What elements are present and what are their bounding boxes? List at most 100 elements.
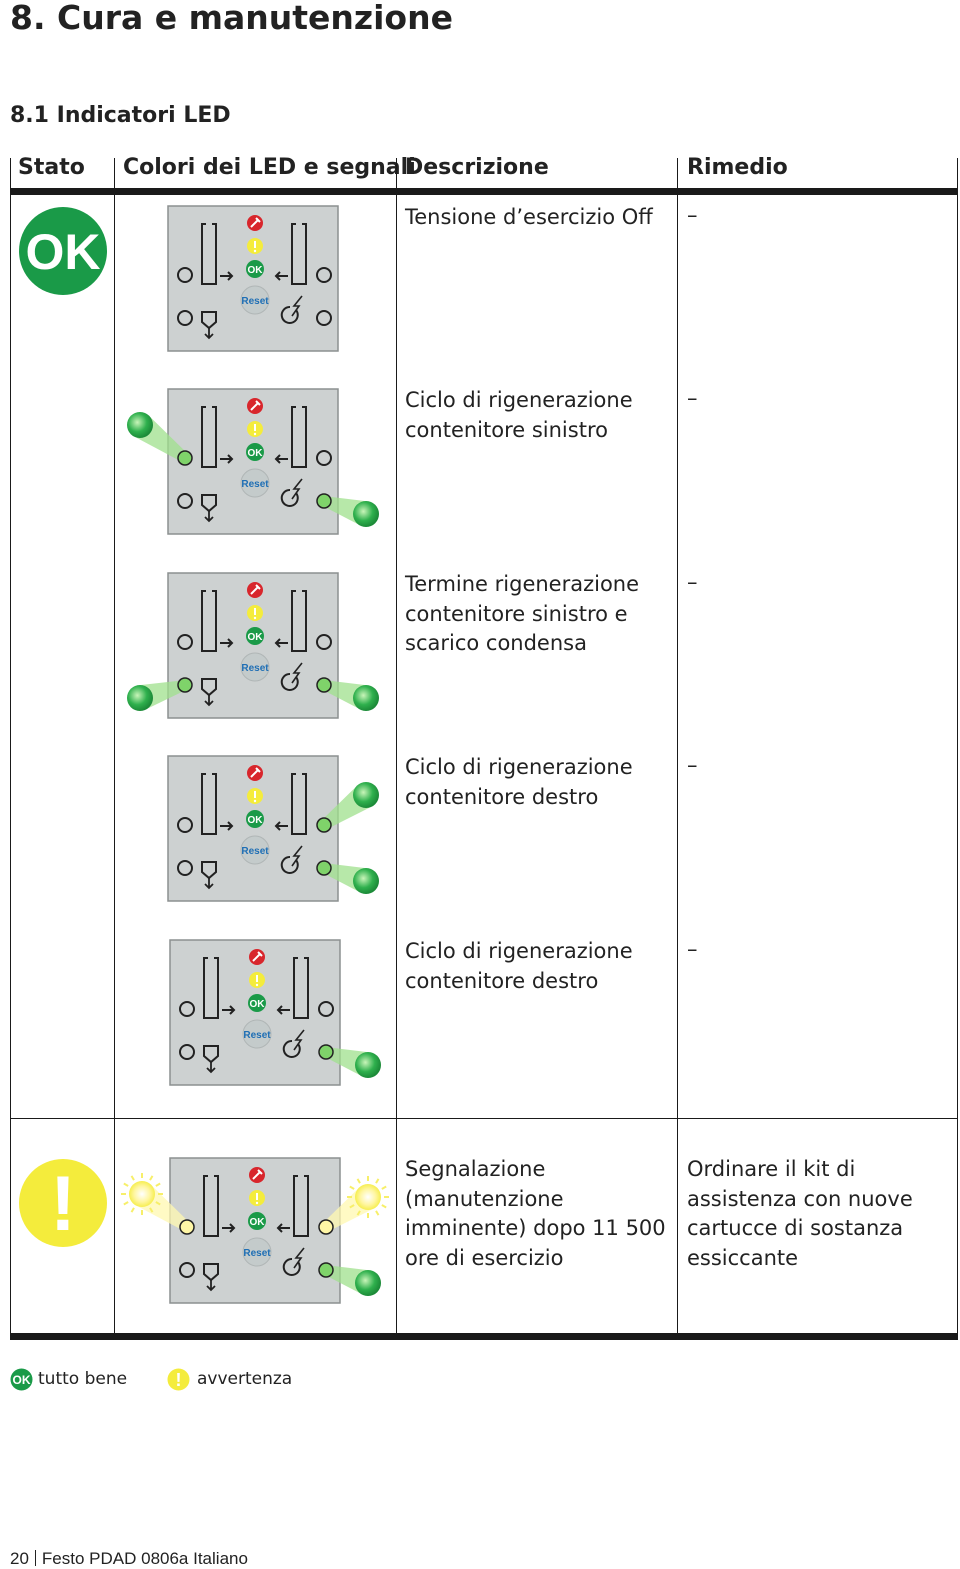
drain-icon [201,311,217,330]
led-right-bottom [318,1044,334,1060]
arrow-down-icon [204,878,214,890]
description-row-6: Segnalazione (manutenzione imminente) do… [405,1157,666,1270]
table-col-rule [114,158,115,1336]
page-number: 20 [10,1549,29,1568]
led-right-top-ray [375,1178,380,1184]
led-right-top-lit [353,782,379,808]
remedy-row-5: – [687,937,698,961]
warning-icon: ! [167,1368,190,1391]
ok-indicator-label: OK [250,1217,266,1228]
power-icon [280,488,299,507]
led-right-top-ray [349,1185,355,1190]
page-title: 8. Cura e manutenzione [10,0,453,37]
led-left-bottom [179,1262,195,1278]
ok-icon: OK [10,1368,33,1391]
led-right-bottom [318,1262,334,1278]
header-stato: Stato [18,155,85,180]
led-left-top [177,450,193,466]
svg-text:OK: OK [13,1373,31,1387]
power-icon [282,1039,301,1058]
wrench-icon [250,400,261,411]
description-row-2: Ciclo di rigenerazione contenitore sinis… [405,388,633,442]
ok-indicator-label: OK [248,448,264,459]
ok-indicator-label: OK [248,265,264,276]
arrow-right-icon [220,638,234,648]
header-descrizione: Descrizione [405,155,549,180]
led-right-bottom [316,677,332,693]
led-left-top [177,634,193,650]
wrench-icon [252,951,263,962]
drain-icon [203,1045,219,1064]
led-right-top-ray [381,1185,387,1190]
led-left-top-ray [123,1201,129,1206]
lightning-icon [291,845,303,867]
arrow-left-icon [274,454,288,464]
led-right-top [316,450,332,466]
led-left-bottom-lit [127,685,153,711]
wrench-icon [250,767,261,778]
led-left-top-ray [130,1207,135,1213]
led-left-top [177,267,193,283]
led-left-top [179,1219,195,1235]
led-left-bottom [177,310,193,326]
svg-text:!: ! [176,1370,182,1390]
led-left-bottom [177,860,193,876]
ok-indicator-icon [246,443,264,461]
arrow-left-icon [276,1223,290,1233]
lightning-icon [293,1247,305,1269]
led-right-bottom [316,310,332,326]
led-right-top-ray [356,1210,361,1216]
arrow-left-icon [274,271,288,281]
remedy-row-4: – [687,753,698,777]
drain-icon [201,861,217,880]
arrow-down-icon [206,1280,216,1292]
description-row-1: Tensione d’esercizio Off [405,205,653,229]
header-rimedio: Rimedio [687,155,788,180]
led-left-top-lit [129,1181,155,1207]
lightning-icon [293,1029,305,1051]
arrow-right-icon [222,1223,236,1233]
led-right-top-lit [355,1184,381,1210]
description-row-3: Termine rigenerazione contenitore sinist… [405,572,640,655]
reset-label: Reset [241,296,269,307]
arrow-left-icon [274,638,288,648]
reset-label: Reset [241,846,269,857]
legend-warning-label: avvertenza [197,1369,293,1389]
wrench-icon [252,1169,263,1180]
lightning-icon [291,478,303,500]
led-panel: OK Reset [167,205,339,352]
led-right-bottom-lit [353,868,379,894]
description-row-5: Ciclo di rigenerazione contenitore destr… [405,939,633,993]
power-icon [282,1257,301,1276]
lightning-icon [291,662,303,684]
led-right-top-ray [375,1210,380,1216]
power-icon [280,855,299,874]
remedy-row-2: – [687,386,698,410]
arrow-right-icon [220,821,234,831]
reset-button [242,1019,272,1049]
arrow-down-icon [204,328,214,340]
arrow-down-icon [206,1062,216,1074]
led-left-top-ray [149,1207,154,1213]
led-right-top-ray [356,1178,361,1184]
led-left-top-ray [149,1175,154,1181]
arrow-left-icon [274,821,288,831]
table-col-rule [396,158,397,1336]
led-right-top [316,267,332,283]
led-right-bottom [316,493,332,509]
ok-indicator-label: OK [248,632,264,643]
power-icon [280,305,299,324]
table-col-rule [677,158,678,1336]
led-left-top-lit [127,412,153,438]
led-left-top-ray [155,1182,161,1187]
ok-indicator-label: OK [250,999,266,1010]
led-right-bottom-lit [353,685,379,711]
legend-ok-label: tutto bene [38,1369,128,1389]
ok-indicator-icon [246,810,264,828]
footer-separator [34,1550,36,1566]
table-header-rule [10,188,958,195]
arrow-down-icon [204,511,214,523]
led-right-bottom-lit [353,501,379,527]
